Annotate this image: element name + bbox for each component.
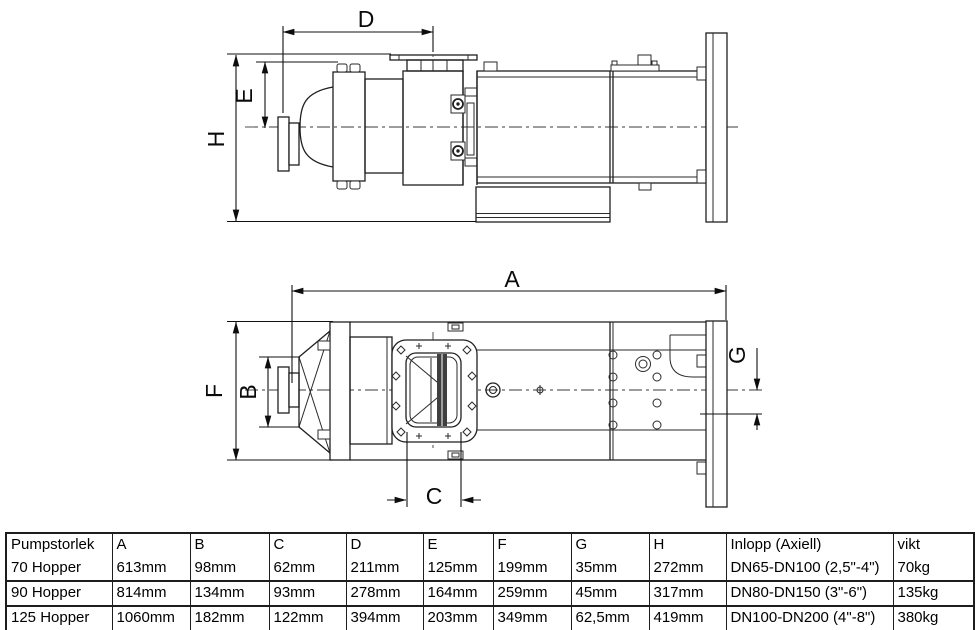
column-header-b: B [190, 533, 270, 557]
table-cell: 278mm [346, 581, 424, 607]
dim-label-b: B [235, 384, 261, 399]
table-cell: 90 Hopper [6, 581, 113, 607]
table-row-70-hopper: 70 Hopper 613mm 98mm 62mm 211mm 125mm 19… [6, 557, 974, 582]
dimension-g: G [700, 346, 762, 430]
column-header-vikt: vikt [897, 536, 921, 554]
dim-label-g: G [724, 346, 750, 364]
table-cell: 62mm [269, 557, 347, 582]
table-cell: 419mm [649, 606, 727, 630]
dim-label-d: D [358, 6, 375, 32]
table-cell: 134mm [190, 581, 270, 607]
pump-body-plan [277, 320, 728, 508]
table-cell: 35mm [571, 557, 650, 582]
dim-label-h: H [203, 131, 229, 148]
table-cell: 317mm [649, 581, 727, 607]
table-row-125-hopper: 125 Hopper 1060mm 182mm 122mm 394mm 203m… [6, 606, 974, 630]
table-cell: DN65-DN100 (2,5"-4") [726, 557, 894, 582]
table-cell: 394mm [346, 606, 424, 630]
table-cell: 182mm [190, 606, 270, 630]
table-cell: 272mm [649, 557, 727, 582]
dimension-c: C [387, 432, 481, 509]
flange-bolt-holes [391, 343, 477, 439]
table-row-90-hopper: 90 Hopper 814mm 134mm 93mm 278mm 164mm 2… [6, 581, 974, 607]
pump-body-side [277, 32, 728, 223]
table-cell: 349mm [493, 606, 572, 630]
table-cell: 135kg [893, 581, 974, 607]
dimension-f: F [201, 320, 333, 461]
column-header-c: C [269, 533, 347, 557]
technical-drawing: H E D [201, 6, 762, 509]
dim-label-c: C [426, 483, 443, 509]
column-header-a: A [112, 533, 191, 557]
table-cell: 70kg [893, 557, 974, 582]
table-cell: 613mm [112, 557, 191, 582]
table-cell: DN100-DN200 (4"-8") [726, 606, 894, 630]
dimension-d: D [282, 6, 434, 113]
column-header-f: F [493, 533, 572, 557]
dimension-b: B [235, 356, 300, 428]
column-header-h: H [649, 533, 727, 557]
dimension-h: H [203, 53, 476, 223]
table-cell: 62,5mm [571, 606, 650, 630]
column-header-inlopp: Inlopp (Axiell) [726, 533, 894, 557]
table-cell: 211mm [346, 557, 424, 582]
feed-screw [405, 354, 447, 426]
dimension-a: A [291, 266, 727, 383]
column-header-pumpstorlek: Pumpstorlek [6, 533, 113, 557]
table-cell: DN80-DN150 (3"-6") [726, 581, 894, 607]
side-view: H E D [203, 6, 740, 223]
dim-label-e: E [231, 88, 257, 103]
table-cell: 125mm [423, 557, 494, 582]
pump-size-table: Pumpstorlek A B C D E F G H Inlopp (Axie… [5, 532, 975, 630]
table-cell: 203mm [423, 606, 494, 630]
table-header-row: Pumpstorlek A B C D E F G H Inlopp (Axie… [6, 533, 974, 557]
table-cell: 164mm [423, 581, 494, 607]
dim-label-f: F [201, 384, 227, 398]
table-cell: 93mm [269, 581, 347, 607]
dimension-e: E [231, 61, 338, 129]
table-cell: 259mm [493, 581, 572, 607]
column-header-e: E [423, 533, 494, 557]
dim-label-a: A [504, 266, 520, 292]
table-cell: 98mm [190, 557, 270, 582]
table-cell: 1060mm [112, 606, 191, 630]
table-cell: 380kg [897, 609, 939, 627]
table-cell: 814mm [112, 581, 191, 607]
plan-view: A F B C [201, 266, 762, 509]
table-cell: 125 Hopper [6, 606, 113, 630]
column-header-g: G [571, 533, 650, 557]
bolt-circle-pattern [608, 350, 662, 430]
column-header-d: D [346, 533, 424, 557]
table-cell: 199mm [493, 557, 572, 582]
table-cell: 122mm [269, 606, 347, 630]
table-cell: 45mm [571, 581, 650, 607]
table-cell: 70 Hopper [6, 557, 113, 582]
